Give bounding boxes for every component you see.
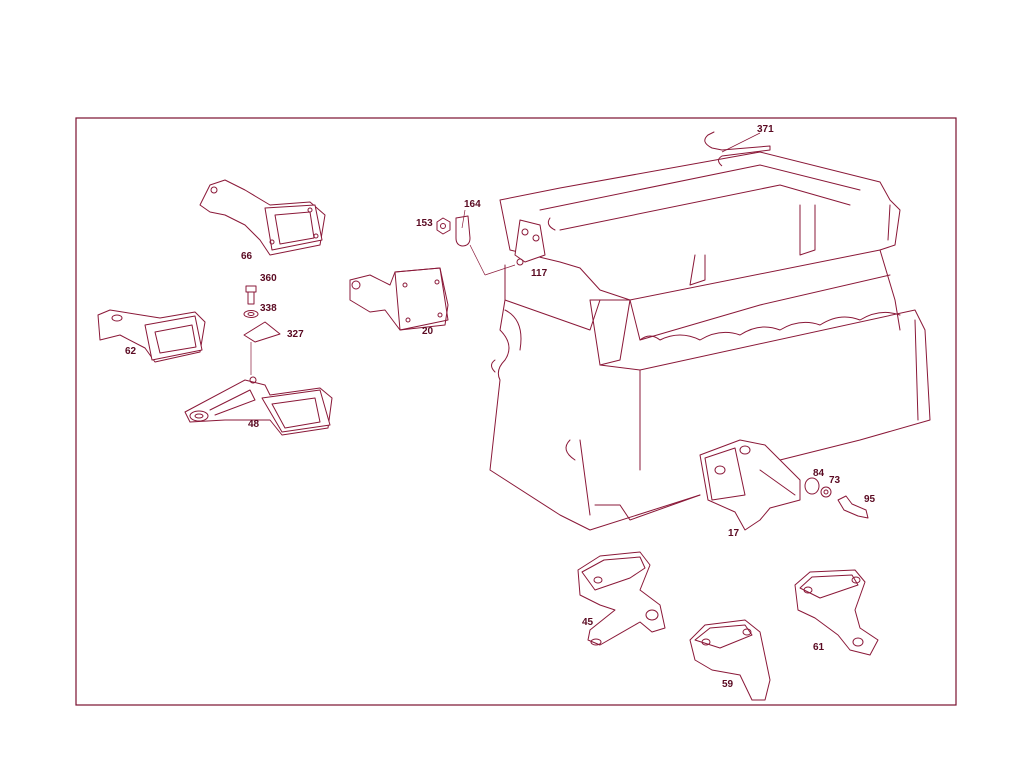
label-327: 327 bbox=[287, 329, 304, 340]
label-59: 59 bbox=[722, 679, 734, 690]
label-95: 95 bbox=[864, 494, 876, 505]
label-45: 45 bbox=[582, 617, 594, 628]
parts-360-338-327 bbox=[243, 285, 281, 375]
part-371-clip bbox=[704, 131, 771, 167]
part-45-mount bbox=[577, 551, 666, 646]
label-17: 17 bbox=[728, 528, 740, 539]
label-20: 20 bbox=[422, 326, 434, 337]
label-66: 66 bbox=[241, 251, 253, 262]
label-73: 73 bbox=[829, 475, 841, 486]
label-371: 371 bbox=[757, 124, 774, 135]
label-48: 48 bbox=[248, 419, 260, 430]
parts-164-153-117 bbox=[436, 209, 546, 276]
part-61-mount bbox=[794, 569, 879, 656]
part-17-mount bbox=[699, 439, 869, 531]
label-117: 117 bbox=[531, 268, 548, 279]
part-62-bracket bbox=[97, 309, 206, 363]
label-62: 62 bbox=[125, 346, 137, 357]
part-66-bracket bbox=[199, 179, 326, 256]
label-360: 360 bbox=[260, 273, 277, 284]
engine-block bbox=[489, 151, 931, 531]
label-164: 164 bbox=[464, 199, 481, 210]
label-153: 153 bbox=[416, 218, 433, 229]
label-61: 61 bbox=[813, 642, 825, 653]
part-59-mount bbox=[689, 619, 771, 701]
part-48-bracket bbox=[184, 376, 333, 436]
diagram-frame bbox=[75, 117, 957, 706]
label-338: 338 bbox=[260, 303, 277, 314]
label-84: 84 bbox=[813, 468, 825, 479]
part-20-mount bbox=[349, 267, 449, 331]
